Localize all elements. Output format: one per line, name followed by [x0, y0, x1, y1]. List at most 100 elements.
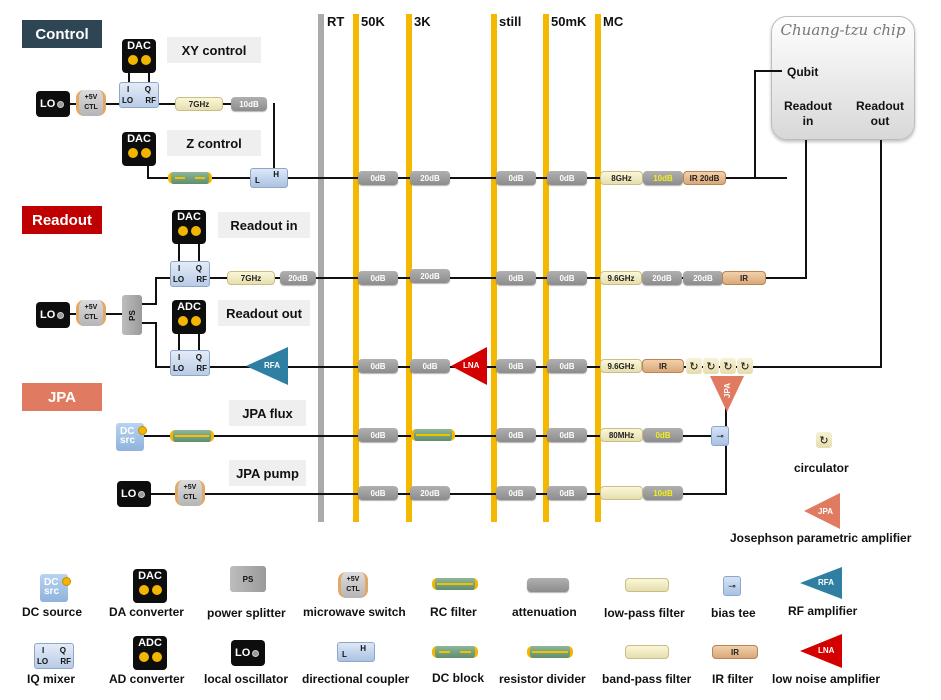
- legend-adc-icon: ADC: [133, 636, 167, 670]
- low-pass-filter-readout-in: 7GHz: [227, 271, 275, 285]
- legend-ir-filter-label: IR filter: [712, 672, 754, 686]
- josephson-parametric-amplifier: [710, 376, 744, 412]
- low-noise-amplifier: [451, 347, 487, 385]
- legend-dc-block-icon: [432, 646, 478, 658]
- stage-label-still: still: [499, 14, 522, 29]
- legend-attenuation-icon: [527, 578, 569, 592]
- low-pass-filter-readout-in-mc: 9.6GHz: [600, 271, 642, 285]
- jpa-label: JPA: [722, 383, 732, 398]
- attenuator-readout-out-50mk: 0dB: [547, 359, 587, 373]
- attenuator-readout-in-mc-1: 20dB: [642, 271, 682, 285]
- local-oscillator-jpa-pump: LO: [117, 481, 151, 507]
- dac-xy: DAC: [122, 39, 156, 73]
- legend-microwave-switch-label: microwave switch: [303, 605, 406, 619]
- wire: [155, 277, 157, 303]
- ir-filter-readout-out-mc: IR: [642, 359, 684, 373]
- lo-knob-icon: [57, 100, 65, 108]
- legend-band-pass-filter-label: band-pass filter: [602, 672, 692, 686]
- attenuator-readout-in-mc-2: 20dB: [683, 271, 723, 285]
- legend-directional-coupler-label: directional coupler: [302, 672, 410, 686]
- jpa-legend-icon: [804, 493, 840, 529]
- legend-low-noise-amplifier-label: low noise amplifier: [772, 672, 881, 686]
- label-z-control: Z control: [167, 130, 261, 156]
- attenuator-jpa-flux-mc: 0dB: [643, 428, 683, 442]
- stage-label-50mk: 50mK: [551, 14, 587, 29]
- legend-resistor-divider-label: resistor divider: [499, 672, 586, 686]
- lo-knob-icon: [252, 649, 260, 657]
- circulator-icon: ↻: [686, 358, 702, 374]
- adc-readout: ADC: [172, 300, 206, 334]
- stage-label-rt: RT: [327, 14, 345, 29]
- low-pass-filter-xy: 7GHz: [175, 97, 223, 111]
- attenuator-control-mc: 10dB: [643, 171, 683, 185]
- attenuator-readout-out-3k: 0dB: [410, 359, 450, 373]
- legend-da-converter-label: DA converter: [109, 605, 184, 619]
- wire: [805, 140, 807, 279]
- attenuator-readout-in-still: 0dB: [496, 271, 536, 285]
- attenuator-readout-out-still: 0dB: [496, 359, 536, 373]
- bias-tee-icon: ⊸: [711, 426, 729, 446]
- circulator-icon: ↻: [720, 358, 736, 374]
- attenuator-control-50k: 0dB: [358, 171, 398, 185]
- attenuator-readout-in-rt: 20dB: [280, 271, 316, 285]
- attenuator-readout-in-50k: 0dB: [358, 271, 398, 285]
- resistor-divider-jpa-flux: [170, 430, 214, 442]
- chip-title: Chuang-tzu chip: [780, 21, 906, 39]
- low-noise-amplifier-label: LNA: [463, 361, 480, 370]
- legend-rc-filter-label: RC filter: [430, 605, 477, 619]
- chuang-tzu-chip: Chuang-tzu chip Qubit Readout in Readout…: [771, 16, 915, 140]
- attenuator-jpa-pump-50mk: 0dB: [547, 486, 587, 500]
- attenuator-jpa-flux-still: 0dB: [496, 428, 536, 442]
- wire: [273, 103, 275, 173]
- wire: [155, 277, 805, 279]
- label-xy-control: XY control: [167, 37, 261, 63]
- wire: [178, 240, 180, 262]
- chip-readout-out-port: Readout out: [856, 99, 904, 128]
- legend-rc-filter-icon: [432, 578, 478, 590]
- legend-dac-icon: DAC: [133, 569, 167, 603]
- rf-amplifier-label: RFA: [264, 361, 280, 370]
- legend-iq-mixer-label: IQ mixer: [27, 672, 76, 686]
- stage-label-3k: 3K: [414, 14, 431, 29]
- ir-filter-readout-in-mc: IR: [722, 271, 766, 285]
- local-oscillator-control: LO: [36, 91, 70, 117]
- label-readout-out: Readout out: [218, 300, 310, 326]
- legend-ir-filter-icon: IR: [712, 645, 758, 659]
- wire: [70, 103, 260, 105]
- circulator-icon: ↻: [737, 358, 753, 374]
- local-oscillator-readout: LO: [36, 302, 70, 328]
- legend-low-pass-filter-icon: [625, 578, 669, 592]
- stage-bar-still: [491, 14, 497, 522]
- wire: [155, 322, 157, 367]
- wire: [140, 322, 157, 324]
- legend-resistor-divider-icon: [527, 646, 573, 658]
- stage-label-mc: MC: [603, 14, 624, 29]
- wire: [140, 303, 157, 305]
- legend-rfa-text: RFA: [818, 578, 834, 587]
- wire: [754, 70, 782, 72]
- legend-local-oscillator-label: local oscillator: [204, 672, 289, 686]
- label-jpa-flux: JPA flux: [229, 400, 306, 426]
- legend-rf-amplifier-icon: [800, 567, 842, 599]
- legend-power-splitter-label: power splitter: [207, 606, 286, 620]
- stage-bar-50k: [353, 14, 359, 522]
- attenuator-readout-in-3k: 20dB: [410, 269, 450, 283]
- stage-bar-3k: [406, 14, 412, 522]
- legend-local-oscillator-icon: LO: [231, 640, 265, 666]
- stage-bar-rt: [318, 14, 324, 522]
- circulator-icon: ↻: [703, 358, 719, 374]
- legend-band-pass-filter-icon: [625, 645, 669, 659]
- legend-rf-amplifier-label: RF amplifier: [788, 604, 858, 618]
- legend-circulator-label: circulator: [794, 461, 849, 475]
- attenuator-jpa-pump-still: 0dB: [496, 486, 536, 500]
- jpa-legend-text: JPA: [818, 507, 833, 516]
- section-control: Control: [22, 20, 102, 48]
- legend-ad-converter-label: AD converter: [109, 672, 185, 686]
